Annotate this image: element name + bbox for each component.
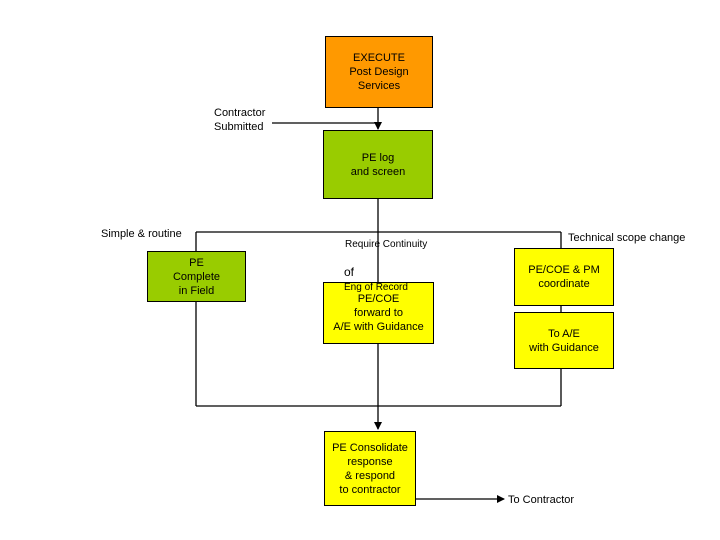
simple-routine-label: Simple & routine (101, 228, 182, 240)
eng-of-record-prefix: of (344, 265, 355, 279)
to-ae-box: To A/E with Guidance (514, 312, 614, 369)
technical-scope-label: Technical scope change (568, 232, 686, 244)
contractor-submitted-label: Contractor Submitted (214, 107, 266, 133)
pe-complete-box: PE Complete in Field (147, 251, 246, 302)
require-continuity-label: Require Continuity (345, 239, 428, 250)
eng-of-record-text: Eng of Record (344, 282, 408, 293)
eng-of-record-label: of Eng of Record (344, 251, 408, 295)
pecoe-forward-box: PE/COE forward to A/E with Guidance (323, 282, 434, 344)
pecoe-pm-box: PE/COE & PM coordinate (514, 248, 614, 306)
to-contractor-label: To Contractor (508, 494, 575, 506)
pe-log-box: PE log and screen (323, 130, 433, 199)
execute-box: EXECUTE Post Design Services (325, 36, 433, 108)
pe-consolidate-box: PE Consolidate response & respond to con… (324, 431, 416, 506)
